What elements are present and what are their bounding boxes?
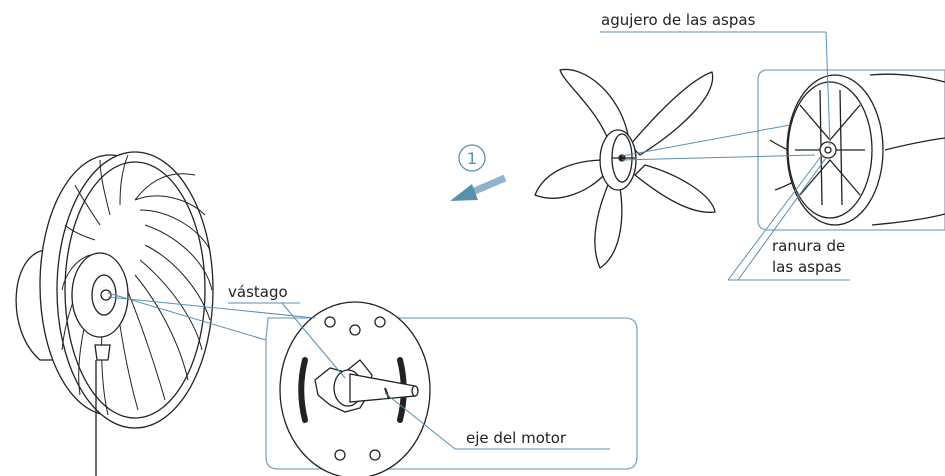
blade-hub-callout [757,69,945,231]
label-blade-slot-line1: ranura de [772,237,846,255]
step-number-badge [458,144,486,172]
step-number: 1 [467,149,477,168]
direction-arrow [450,174,507,201]
hub-detail-callout [265,301,638,476]
fan-body [15,151,214,476]
label-blade-slot-line2: las aspas [772,258,842,276]
label-shaft-sleeve: vástago [228,283,288,301]
fan-blade-assembly [534,68,716,269]
step-1-indicator: 1 [450,144,507,201]
leader-lines [107,31,850,450]
label-blade-hole: agujero de las aspas [601,11,756,29]
label-motor-shaft: eje del motor [466,429,567,447]
